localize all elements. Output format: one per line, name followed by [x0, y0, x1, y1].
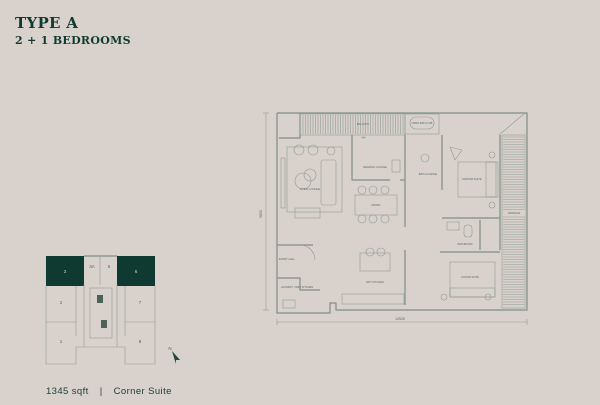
unit-summary: 1345 sqft | Corner Suite [46, 386, 180, 397]
key-unit-3 [46, 256, 84, 286]
bath-tub: OPEN BATH TUB [404, 113, 440, 135]
unit-type-title: TYPE A [15, 14, 79, 32]
width-dimension: 12525 [276, 317, 528, 325]
living-furniture: LIVING LOUNGE [280, 144, 343, 219]
balcony: BALCONY [299, 113, 406, 136]
svg-text:N: N [168, 346, 171, 351]
junior-suite: JUNIOR SUITE [440, 261, 496, 301]
master-suite: MASTER SUITE [449, 146, 499, 209]
entry-hall: ENTRY HALL [279, 244, 316, 261]
bedrooms-subtitle: 2 + 1 BEDROOMS [15, 34, 131, 47]
key-unit-6 [117, 256, 155, 286]
depth-label: 9800 [259, 210, 263, 218]
svg-text:READING LOUNGE: READING LOUNGE [363, 165, 387, 169]
svg-text:BATHROOM: BATHROOM [458, 242, 473, 246]
outer-walls [276, 112, 528, 314]
svg-text:1: 1 [60, 339, 63, 344]
interior-walls [277, 135, 501, 305]
svg-text:3: 3 [64, 269, 67, 274]
svg-text:DRY KITCHEN: DRY KITCHEN [366, 280, 384, 284]
svg-text:LAUNDRY / WET KITCHEN: LAUNDRY / WET KITCHEN [281, 285, 313, 289]
dry-kitchen: DRY KITCHEN [341, 247, 405, 305]
svg-text:3A: 3A [89, 264, 95, 269]
svg-text:BALCONY: BALCONY [357, 122, 370, 126]
svg-text:OPEN BATH TUB: OPEN BATH TUB [412, 121, 433, 125]
width-label: 12525 [395, 317, 405, 321]
dining: DINING [354, 185, 398, 224]
svg-text:JUNIOR SUITE: JUNIOR SUITE [461, 275, 479, 279]
svg-text:2: 2 [60, 300, 63, 305]
depth-dimension: 9800 [259, 112, 269, 311]
svg-text:TERRACE: TERRACE [508, 211, 521, 215]
bathroom: BATHROOM [446, 221, 473, 246]
suite-type: Corner Suite [113, 386, 172, 397]
svg-text:LIVING LOUNGE: LIVING LOUNGE [300, 187, 320, 191]
unit-area: 1345 sqft [46, 386, 89, 397]
svg-text:8: 8 [139, 339, 142, 344]
separator: | [99, 386, 103, 397]
svg-text:5: 5 [108, 264, 111, 269]
terrace: TERRACE [501, 134, 526, 309]
svg-text:ENTRY HALL: ENTRY HALL [279, 257, 295, 261]
north-arrow-icon: N [168, 346, 180, 364]
reading-lounge: READING LOUNGE [361, 136, 401, 173]
laundry: LAUNDRY / WET KITCHEN [281, 285, 313, 309]
svg-text:DINING: DINING [371, 203, 380, 207]
svg-text:MASTER SUITE: MASTER SUITE [462, 177, 481, 181]
svg-text:7: 7 [139, 300, 142, 305]
svg-text:BATH LOUNGE: BATH LOUNGE [419, 172, 438, 176]
key-plan: 3 3A 5 6 2 7 1 8 [45, 255, 156, 365]
bath-lounge: BATH LOUNGE [419, 153, 438, 176]
svg-text:6: 6 [135, 269, 138, 274]
